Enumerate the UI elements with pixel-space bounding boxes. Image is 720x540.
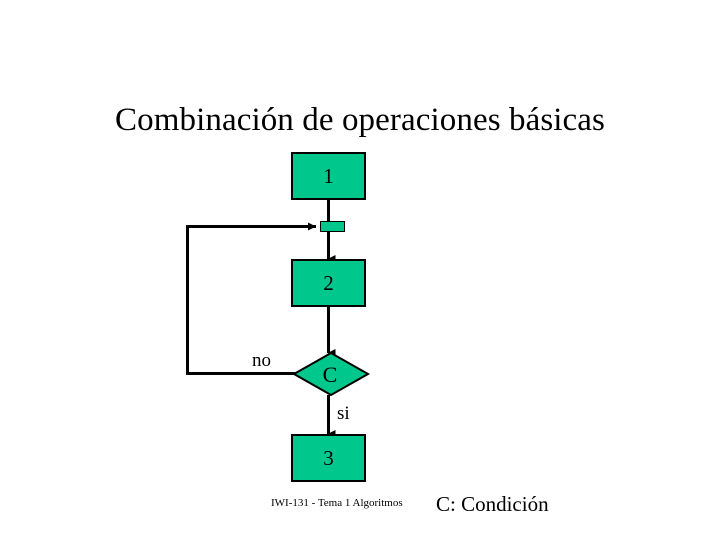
edge-label-si: si (337, 403, 350, 424)
edge-label-no: no (252, 350, 271, 371)
decision-diamond-label: C (323, 362, 338, 387)
connector-condition-no-loopback (186, 222, 316, 375)
merge-junction-marker (320, 221, 345, 232)
legend-condition: C: Condición (436, 492, 549, 516)
process-node-1: 1 (291, 152, 366, 200)
process-node-2: 2 (291, 259, 366, 307)
process-node-3: 3 (291, 434, 366, 482)
decision-diamond-condition (291, 351, 371, 397)
footer-note: IWI-131 - Tema 1 Algoritmos (271, 497, 403, 509)
process-node-2-label: 2 (323, 270, 334, 295)
process-node-1-label: 1 (323, 163, 334, 188)
page-title: Combinación de operaciones básicas (115, 102, 605, 139)
process-node-3-label: 3 (323, 445, 334, 470)
